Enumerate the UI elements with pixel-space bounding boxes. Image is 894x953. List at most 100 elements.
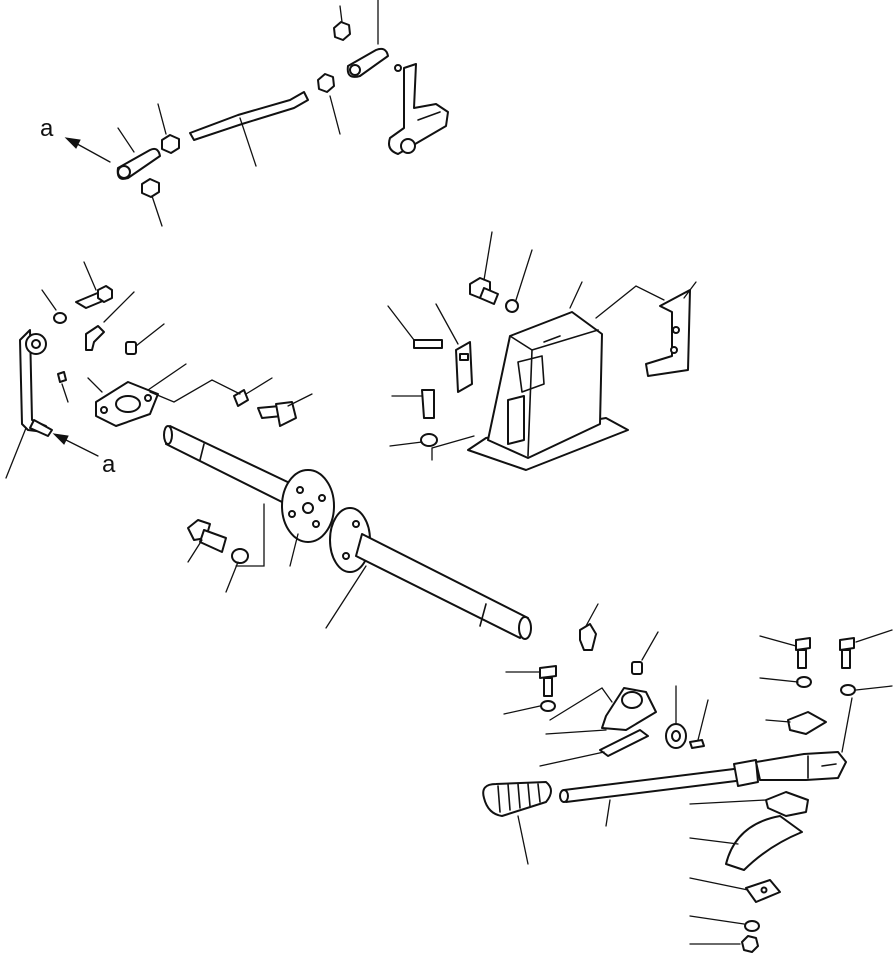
control-lever-group (482, 603, 893, 953)
leader-line (855, 629, 893, 643)
clip-small (233, 389, 249, 407)
leader-line (61, 383, 69, 403)
leader-line (87, 377, 103, 393)
leader-line (697, 699, 709, 741)
reference-arrow-a-left (52, 433, 99, 457)
leader-line (503, 705, 541, 715)
leader-line (103, 291, 135, 323)
leader-line (151, 195, 163, 227)
washer-console-base (420, 433, 438, 447)
rod-end-left (116, 147, 161, 180)
flange-disc-upper (281, 469, 335, 543)
leader-line (339, 5, 343, 23)
upper-shaft-group (163, 425, 335, 593)
control-rod (559, 767, 745, 803)
bolt-right-a (539, 665, 557, 697)
leader-line (517, 815, 529, 865)
leader-line (147, 363, 187, 391)
leader-line (569, 281, 583, 309)
large-washer (665, 723, 687, 749)
washer-right-a (540, 700, 556, 712)
pin-small (57, 371, 67, 383)
bolt-console-base (421, 389, 435, 419)
top-linkage-group: a (40, 0, 449, 227)
lower-shaft-group (325, 507, 532, 640)
mounting-bracket (645, 289, 691, 377)
clamp-block-upper (787, 711, 827, 735)
leader-line (289, 533, 299, 567)
console-housing (467, 311, 629, 471)
leader-line (689, 915, 745, 925)
leader-line (187, 539, 203, 563)
lever-arm (19, 329, 53, 437)
leader-line (287, 393, 313, 407)
bell-crank-lever (388, 63, 449, 155)
leader-line (641, 631, 659, 661)
washer-small (53, 312, 67, 324)
leader-line (329, 95, 341, 135)
set-screw (125, 341, 137, 355)
leader-line (157, 103, 167, 135)
pillow-block-bearing (601, 687, 657, 731)
washer-bottom (744, 920, 760, 932)
nut-left-upper (161, 134, 180, 154)
leader-line (765, 719, 791, 723)
leader-line (759, 635, 797, 647)
leader-line (539, 751, 605, 767)
leader-line (245, 377, 273, 395)
leader-line (545, 729, 607, 735)
leader-line (683, 281, 697, 299)
bolt-right-c (839, 637, 855, 669)
left-lever-group: a (5, 261, 313, 479)
lock-washer-flange (231, 548, 249, 564)
latch-plate (455, 341, 473, 393)
yoke-fork (755, 751, 847, 781)
leader-line (585, 603, 599, 627)
nut-left-lower (141, 178, 160, 198)
leader-line (5, 427, 27, 479)
bearing-base-plate (599, 729, 649, 757)
leader-line (841, 697, 853, 753)
bolt-flange-mid (257, 401, 297, 427)
shaft-upper (163, 425, 297, 507)
nut-mid (317, 73, 335, 93)
clamp-plate (745, 879, 781, 903)
rod-collar (733, 759, 759, 787)
leader-line (41, 289, 57, 311)
set-screw-right (631, 661, 643, 675)
rubber-boot (482, 781, 552, 817)
washer-right-b (796, 676, 812, 688)
flange-bearing (95, 381, 159, 427)
roll-pin (689, 739, 705, 749)
leader-line (855, 685, 893, 691)
reference-arrow-a-top (64, 137, 111, 163)
bolt-flange-lower (187, 519, 227, 553)
console-housing-group (387, 231, 697, 471)
leader-line (689, 837, 739, 845)
screw-console (413, 339, 443, 349)
reference-label-a-left: a (102, 451, 116, 478)
washer-right-c (840, 684, 856, 696)
grease-fitting-right (579, 623, 597, 651)
leader-line (435, 303, 459, 345)
leader-line (117, 127, 135, 153)
nut-bottom (741, 935, 759, 953)
bolt-hex (75, 285, 113, 309)
leader-line (235, 503, 265, 567)
leader-line (595, 285, 665, 319)
grease-fitting (85, 325, 105, 351)
leader-line (689, 799, 767, 805)
leader-line (605, 799, 611, 827)
shaft-lower (355, 533, 532, 640)
leader-line (135, 323, 165, 347)
nut-top (333, 21, 351, 41)
leader-line (759, 677, 799, 683)
curved-cover (725, 815, 803, 871)
leader-line (515, 249, 533, 301)
bolt-right-b (795, 637, 811, 669)
hex-bolt-console (469, 277, 499, 305)
leader-line (225, 561, 239, 593)
leader-line (325, 565, 367, 629)
leader-line (549, 687, 613, 721)
